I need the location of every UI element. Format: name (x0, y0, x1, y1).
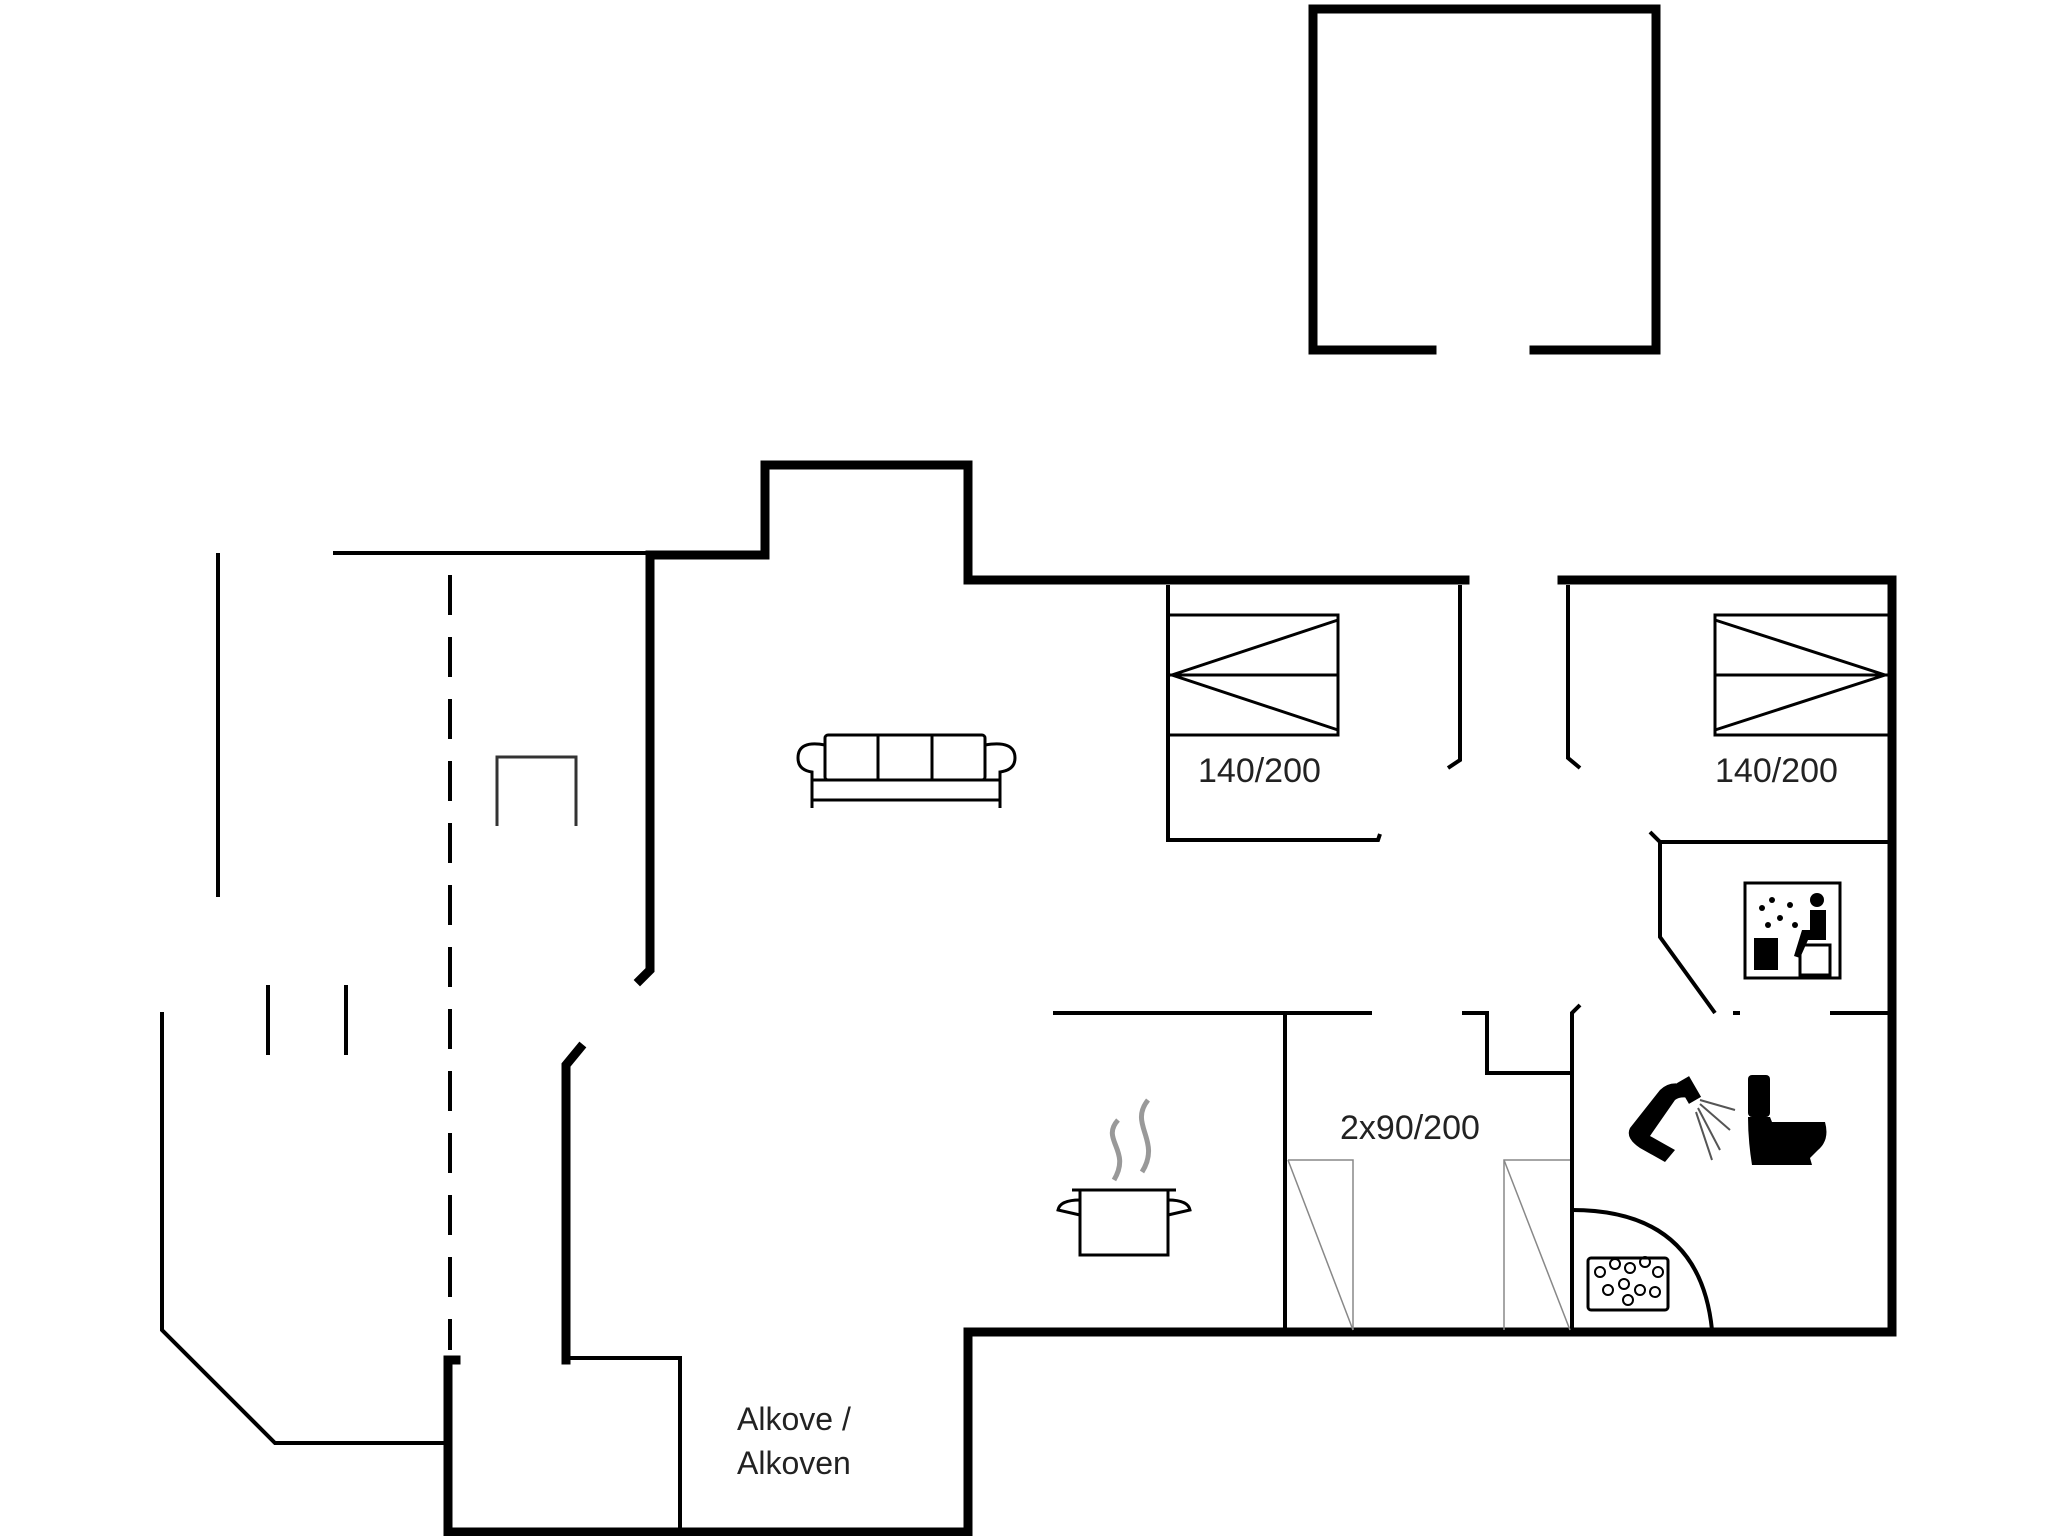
sauna-icon (1743, 881, 1842, 980)
double-bed-icon (1713, 613, 1892, 737)
whirlpool-icon (1571, 1208, 1714, 1331)
single-beds (1287, 1159, 1571, 1331)
annex-outline (1308, 4, 1661, 355)
alcove-label-line1: Alkove / (737, 1401, 851, 1437)
cooking-pot-icon (1056, 1098, 1192, 1257)
toilet-icon (1748, 1075, 1827, 1165)
bedroom-3-bed-label: 2x90/200 (1340, 1109, 1480, 1147)
bedroom-1-bed-label: 140/200 (1198, 752, 1321, 790)
terrace-lines (160, 551, 648, 1445)
alcove-label-line2: Alkoven (737, 1445, 851, 1481)
sofa-icon (796, 733, 1017, 808)
bedroom-2-bed-label: 140/200 (1715, 752, 1838, 790)
shower-icon (1628, 1076, 1736, 1162)
main-house-walls (443, 460, 1897, 1536)
double-bed-icon (1166, 613, 1340, 737)
